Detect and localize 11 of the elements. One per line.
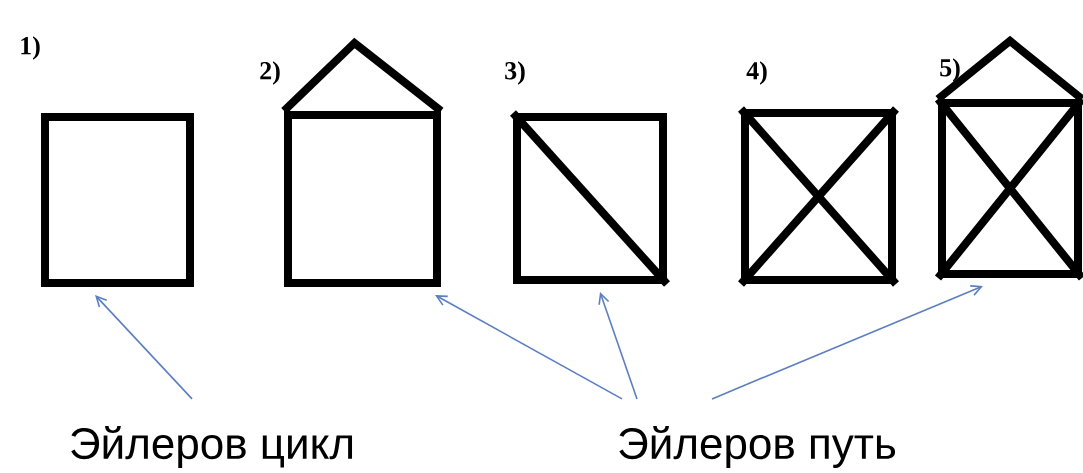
arrow [435, 295, 623, 400]
figure-number: 3) [505, 61, 525, 85]
figure-number: 4) [746, 61, 767, 85]
arrow [95, 295, 193, 400]
caption-text: Эйлеров путь [619, 426, 896, 468]
figure-number: 5) [940, 58, 960, 82]
figure-number: 2) [260, 61, 280, 85]
arrow [711, 285, 983, 400]
caption-text: Эйлеров цикл [71, 426, 352, 468]
arrow [598, 292, 638, 400]
figure-number: 1) [21, 36, 40, 60]
